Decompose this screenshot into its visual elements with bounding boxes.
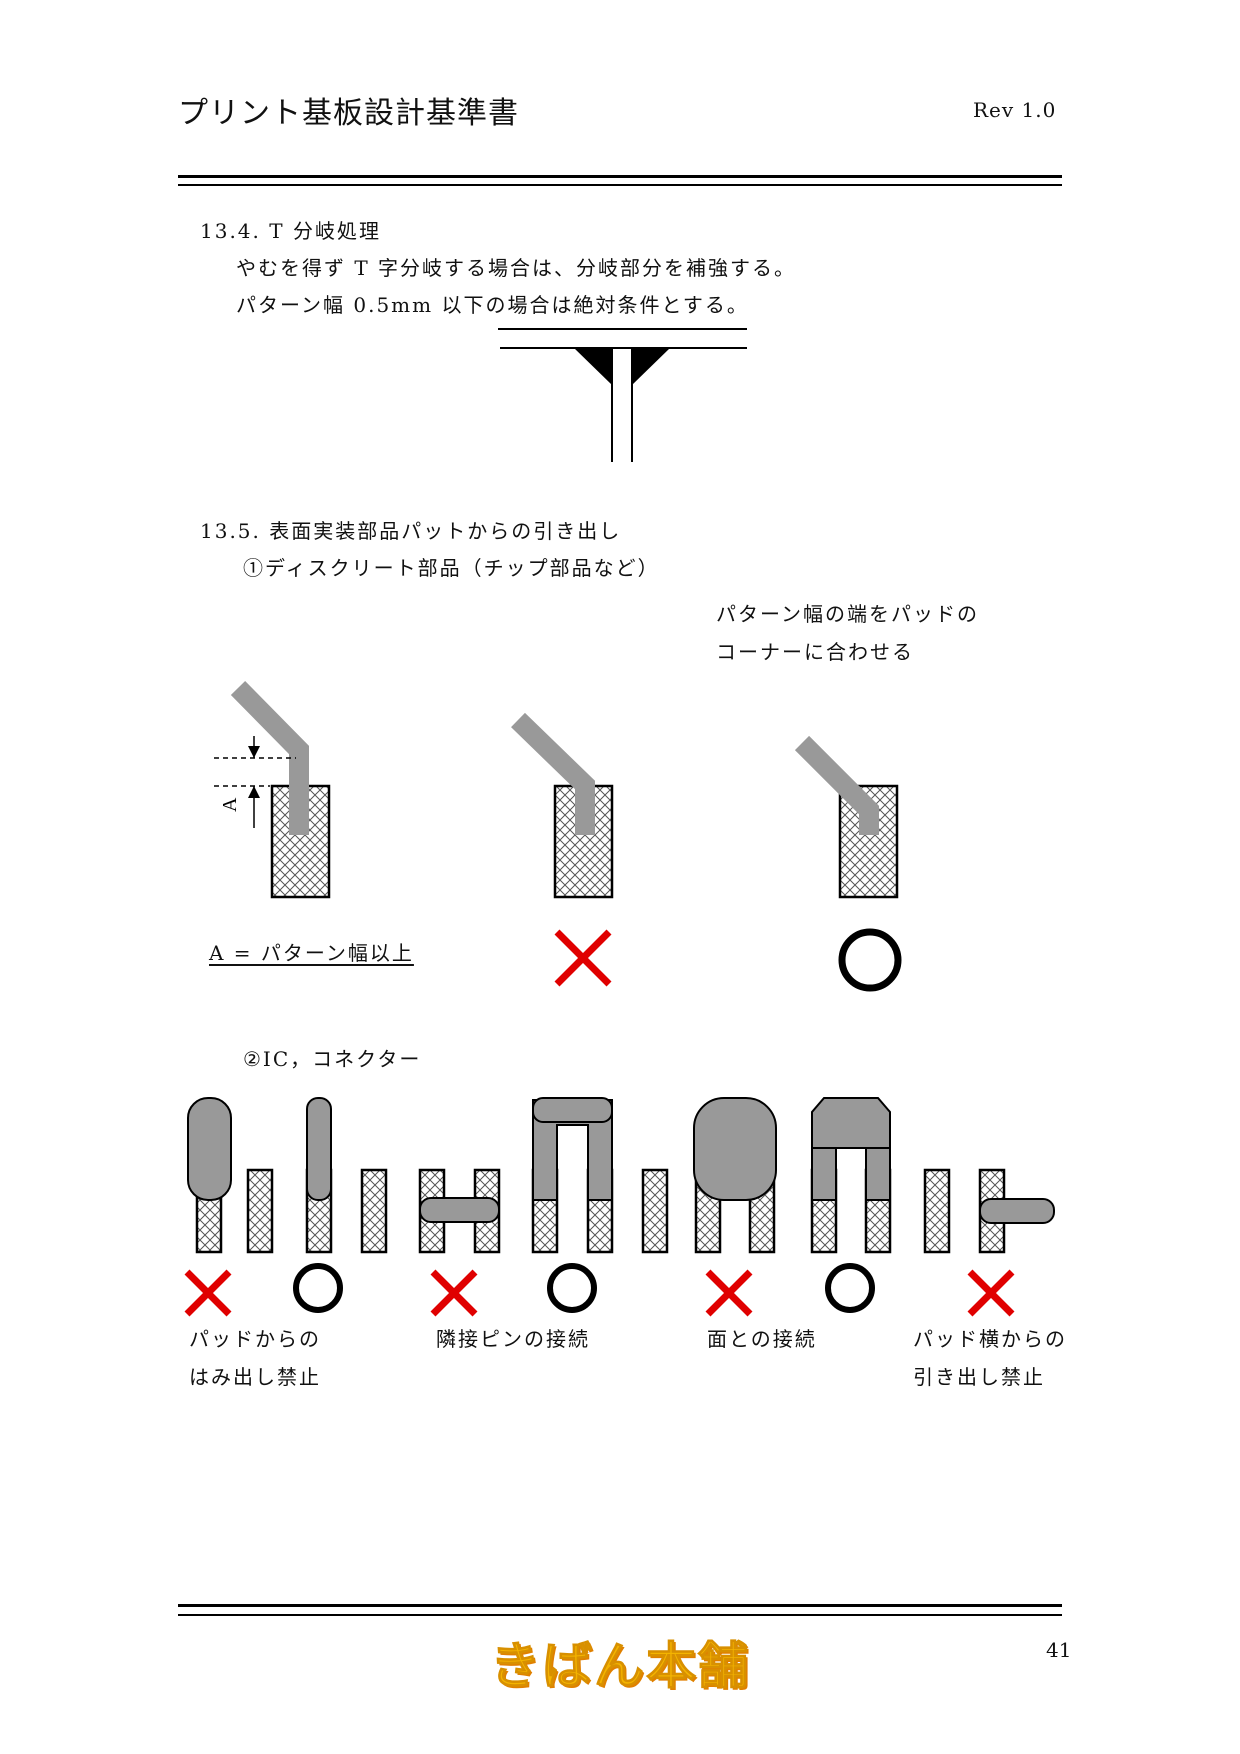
ic-surface-ok: [810, 1097, 892, 1313]
discrete-pad-dimension: A: [214, 680, 331, 899]
ic-protrude-ok: [293, 1097, 388, 1313]
ng-cross-icon: [184, 1269, 232, 1317]
ic-connector-subheading: ②IC，コネクター: [243, 1047, 422, 1071]
ok-circle-icon: [838, 928, 902, 992]
footer-rule-bottom: [178, 1614, 1062, 1616]
ng-cross-icon: [967, 1269, 1015, 1317]
caption-side-line2: 引き出し禁止: [913, 1365, 1045, 1389]
caption-protrude-line1: パッドからの: [189, 1327, 321, 1351]
arrow-up-icon: [248, 786, 260, 798]
ic-pad-standalone: [641, 1168, 669, 1254]
trace: [511, 712, 595, 835]
ic-protrude-ng: [184, 1097, 274, 1317]
branch-fillet-left: [574, 348, 612, 385]
ic-adjacent-ok: [531, 1097, 614, 1313]
page-number: 41: [1046, 1638, 1072, 1662]
dimension-label: A: [219, 797, 241, 812]
header-rule-top: [178, 175, 1062, 178]
ok-circle-icon: [547, 1263, 597, 1313]
ic-adjacent-ng: [418, 1168, 501, 1317]
discrete-pad-ok: [794, 735, 902, 992]
section-13-5-heading: 13.5. 表面実装部品パットからの引き出し: [200, 519, 622, 543]
corner-note-line1: パターン幅の端をパッドの: [716, 602, 979, 626]
t-branch-diagram: [498, 328, 747, 462]
ic-surface-ng: [693, 1097, 777, 1317]
discrete-pad-ng: [511, 712, 614, 987]
ng-cross-icon: [554, 929, 612, 987]
caption-side-line1: パッド横からの: [913, 1327, 1067, 1351]
section-13-4-heading: 13.4. T 分岐処理: [200, 219, 381, 243]
revision-label: Rev 1.0: [973, 98, 1057, 122]
caption-surface: 面との接続: [707, 1327, 817, 1351]
section-13-4-line2: パターン幅 0.5mm 以下の場合は絶対条件とする。: [236, 293, 749, 317]
discrete-subheading: ①ディスクリート部品（チップ部品など）: [243, 556, 660, 580]
arrow-down-icon: [248, 746, 260, 758]
caption-protrude-line2: はみ出し禁止: [189, 1365, 321, 1389]
ng-cross-icon: [705, 1269, 753, 1317]
brand-logo: きばん本舗: [490, 1637, 750, 1696]
branch-fillet-right: [632, 348, 670, 385]
document-title: プリント基板設計基準書: [178, 96, 519, 131]
corner-note-line2: コーナーに合わせる: [716, 640, 914, 664]
ic-side-ng: [923, 1168, 1055, 1317]
ok-circle-icon: [293, 1263, 343, 1313]
trace: [794, 735, 879, 835]
section-13-4-line1: やむを得ず T 字分岐する場合は、分岐部分を補強する。: [236, 256, 797, 280]
trace: [230, 680, 309, 835]
footer-rule-top: [178, 1604, 1062, 1607]
ok-circle-icon: [825, 1263, 875, 1313]
header-rule-bottom: [178, 184, 1062, 186]
ng-cross-icon: [430, 1269, 478, 1317]
caption-adjacent: 隣接ピンの接続: [436, 1327, 590, 1351]
dimension-caption: A = パターン幅以上: [209, 941, 414, 965]
